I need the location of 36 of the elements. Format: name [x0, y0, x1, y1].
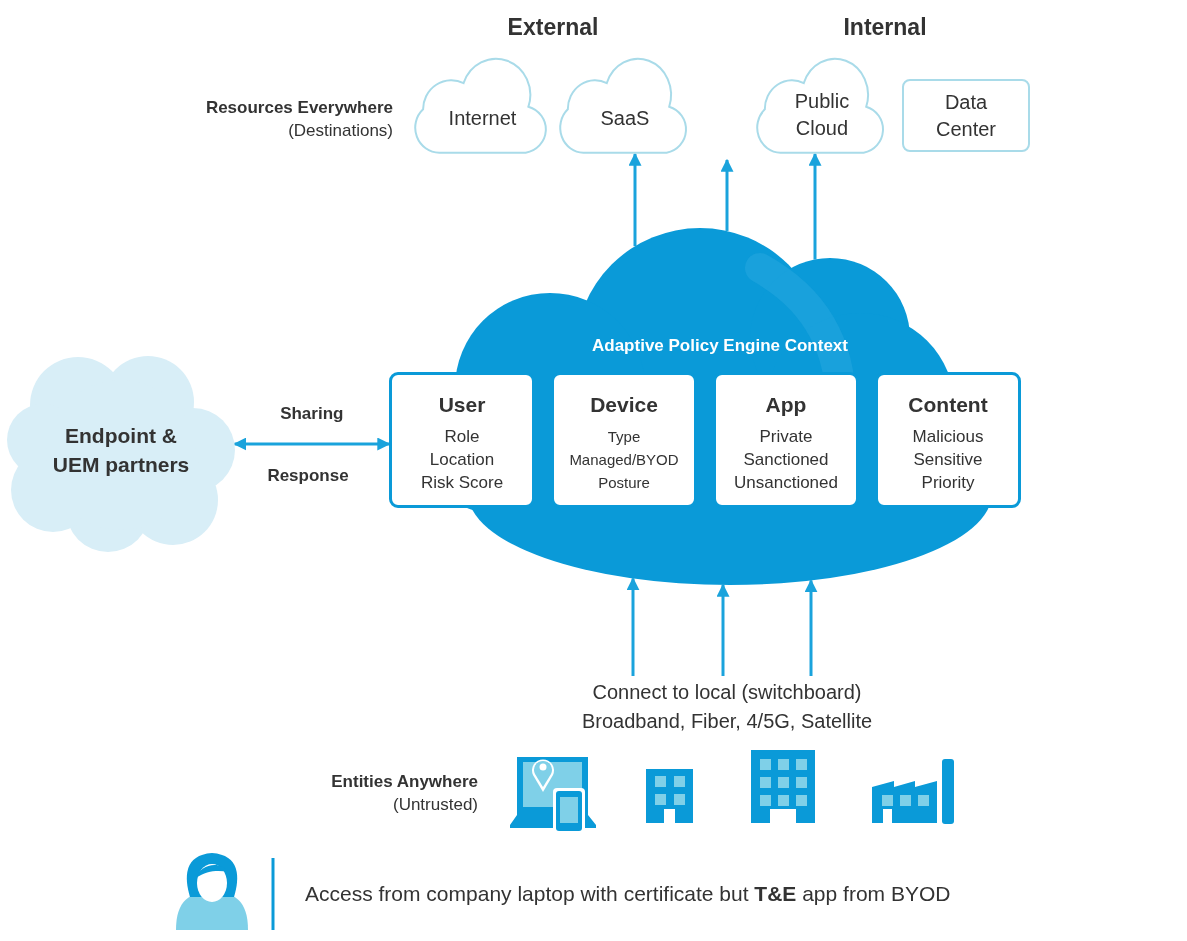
node-label: Internet	[447, 105, 518, 131]
node-label: Broadband, Fiber, 4/5G, Satellite	[581, 709, 873, 734]
card-text: Private Sanctioned Unsanctioned	[733, 426, 839, 494]
arrow	[804, 579, 818, 676]
category-card	[713, 372, 859, 508]
arrow	[233, 437, 391, 451]
cloud-subtitle: Adaptive Policy Engine Context	[591, 336, 849, 356]
section-label: Resources Everywhere	[204, 98, 393, 118]
node-label: SaaS	[599, 105, 651, 131]
category-card	[875, 372, 1021, 508]
arrow	[628, 152, 642, 247]
card-text: Role Location Risk Score	[419, 426, 505, 494]
card-heading: Device	[590, 393, 658, 417]
card-heading: App	[765, 393, 807, 417]
node-label: Public Cloud	[793, 89, 851, 141]
section-note: (Untrusted)	[391, 795, 478, 815]
card-heading: User	[438, 393, 486, 417]
scenario-text: Access from company laptop with certificate but T&E app from BYOD	[305, 882, 952, 906]
data-center-box	[902, 79, 1030, 152]
section-label: Entities Anywhere	[330, 772, 478, 792]
arrow	[720, 158, 734, 231]
arrow	[808, 152, 822, 260]
group-heading: External	[506, 14, 600, 41]
card-text: Malicious Sensitive Priority	[911, 426, 985, 494]
arrow	[716, 583, 730, 676]
group-heading: Internal	[842, 14, 928, 41]
arrow	[626, 577, 640, 676]
node-label: Data Center	[935, 89, 997, 142]
category-card	[551, 372, 697, 508]
section-note: (Destinations)	[287, 121, 393, 141]
card-heading: Content	[908, 393, 988, 417]
response-label: Response	[266, 466, 350, 486]
card-text: Type Managed/BYOD Posture	[568, 427, 680, 493]
node-label: Connect to local (switchboard)	[592, 680, 862, 705]
category-card	[389, 372, 535, 508]
node-label: Endpoint & UEM partners	[51, 423, 191, 478]
